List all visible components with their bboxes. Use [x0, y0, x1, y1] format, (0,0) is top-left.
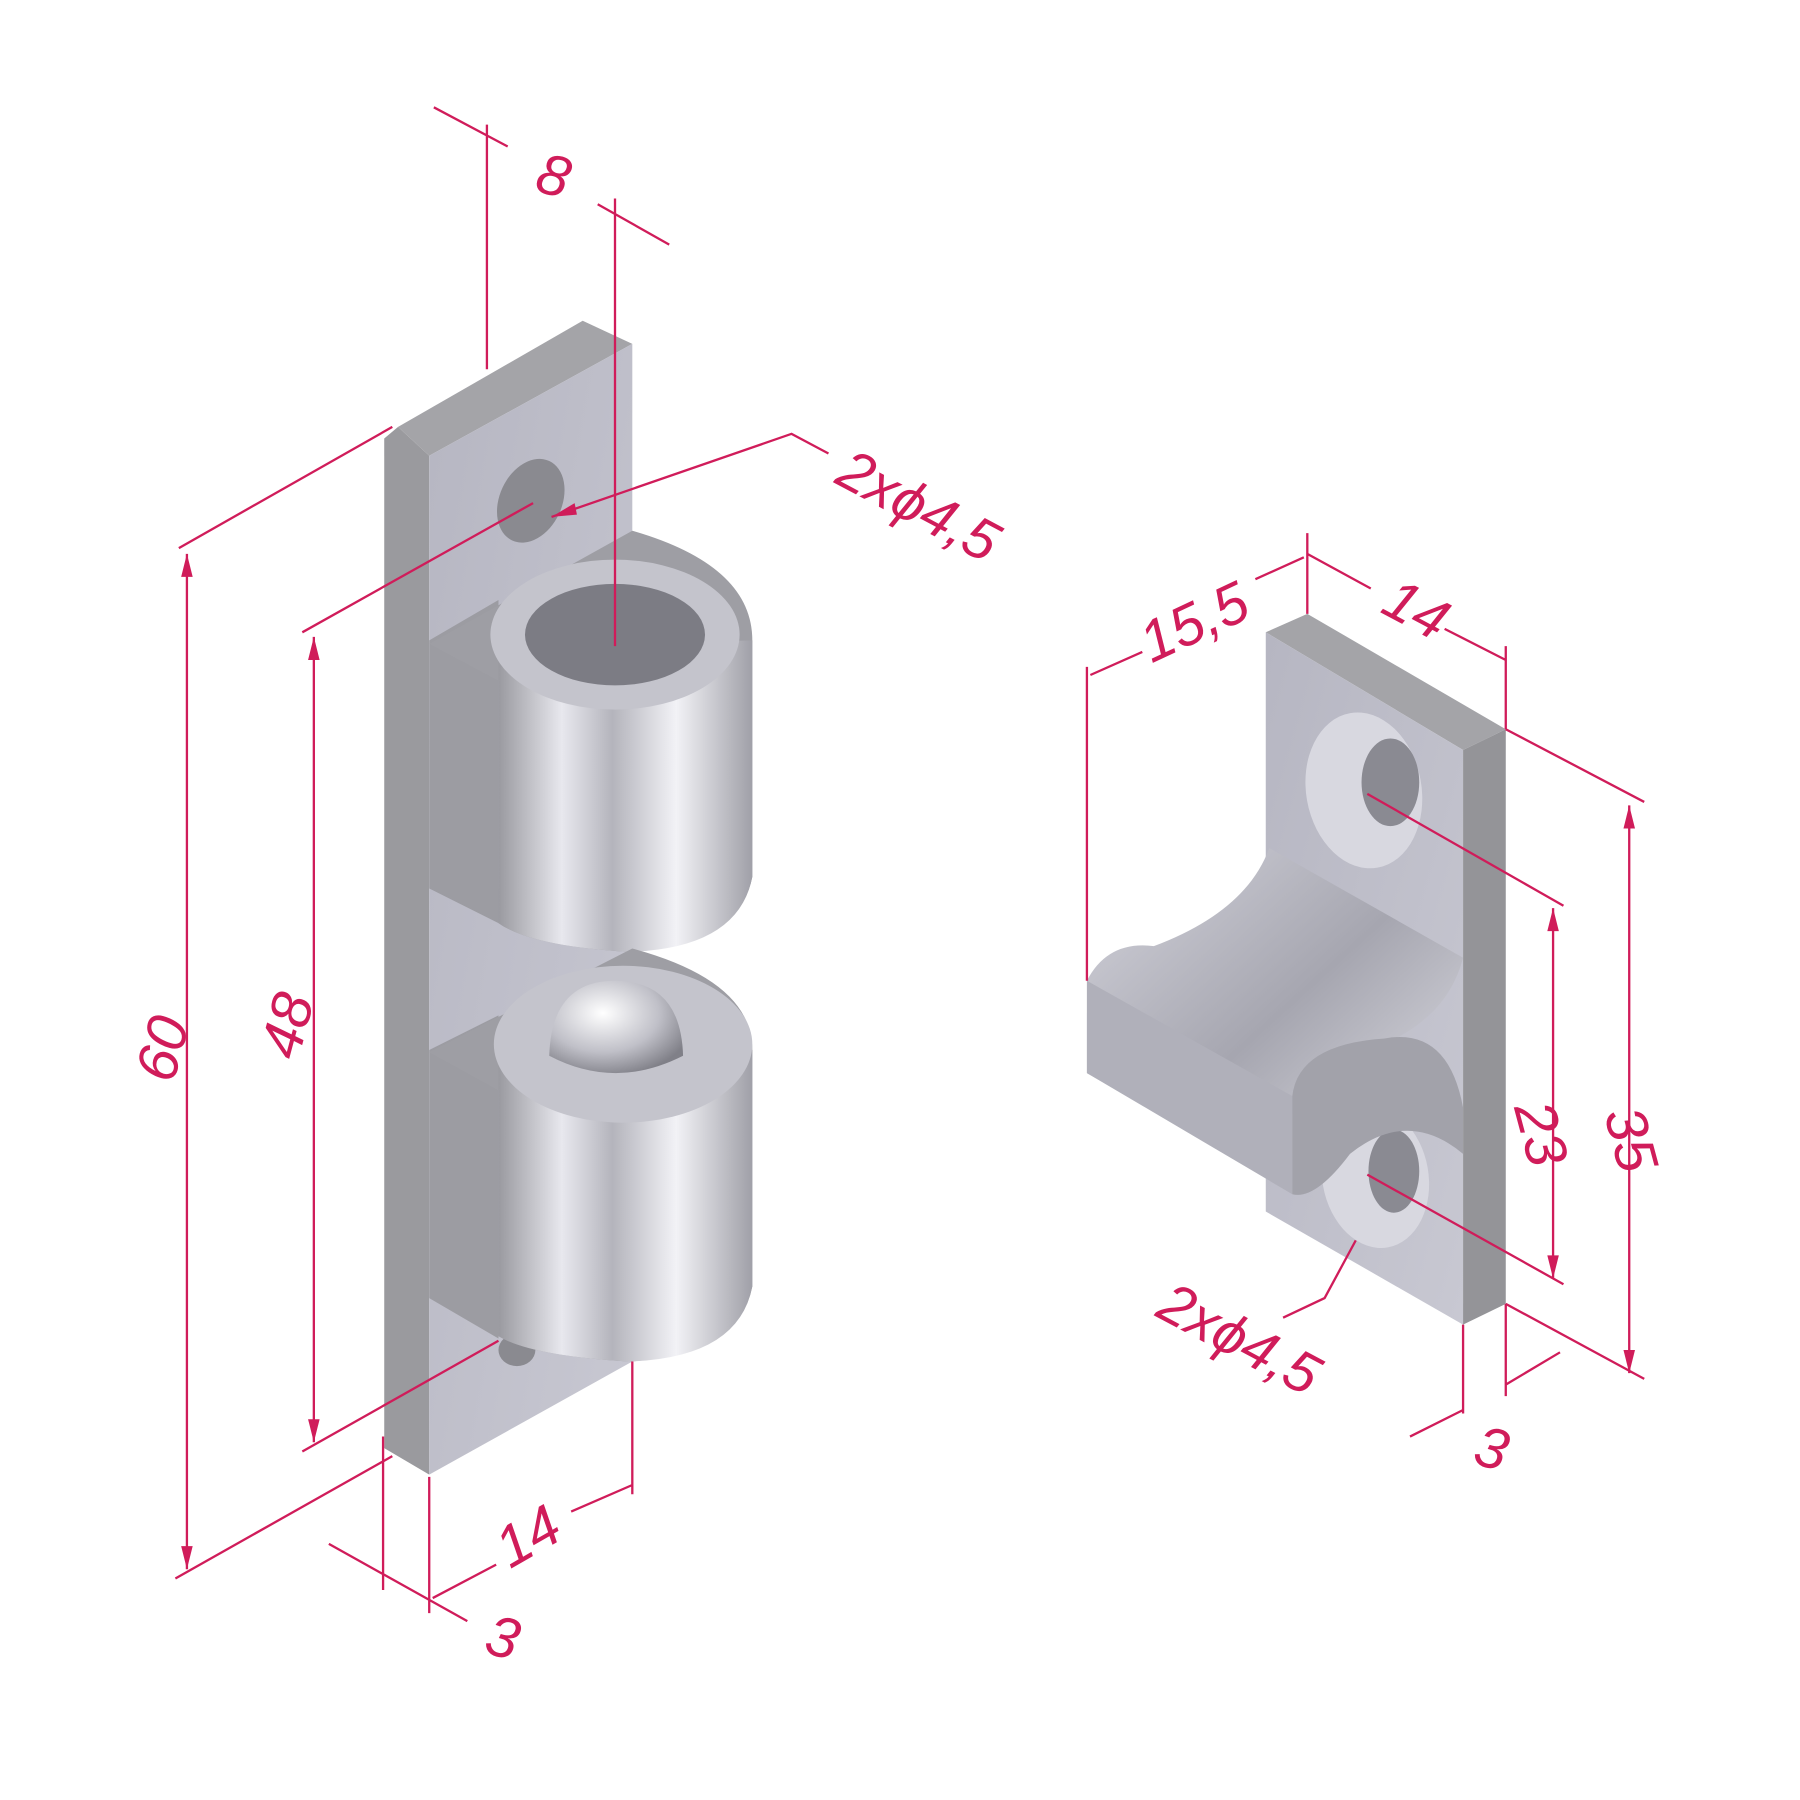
plate-top-face	[1265, 613, 1506, 750]
dim-right-hole-spacing: 23	[1501, 1094, 1580, 1174]
dim-right-thickness: 3	[1468, 1414, 1516, 1484]
dim-right-hole-callout: 2xϕ4,5	[1147, 1270, 1332, 1409]
dim-depth: 15,5	[1130, 569, 1260, 675]
dim-total-height: 60	[124, 1009, 202, 1088]
lower-barrel	[429, 948, 753, 1362]
shadow-wedge	[429, 600, 499, 924]
shadow-wedge	[429, 1015, 499, 1339]
mounting-hole	[496, 458, 565, 543]
dim-right-width: 14	[1373, 567, 1460, 654]
dim-left-hole-callout: 2xϕ4,5	[826, 437, 1011, 576]
dim-top-offset: 8	[530, 141, 578, 211]
plate-side-face	[1463, 729, 1506, 1325]
plate-top-face	[398, 320, 633, 456]
dim-hole-spacing: 48	[248, 986, 326, 1065]
left-catch-part	[384, 320, 753, 1475]
ball-plunger	[549, 980, 684, 1074]
plate-side-face	[384, 426, 430, 1475]
dim-thickness: 3	[479, 1603, 527, 1673]
dim-right-height: 35	[1591, 1100, 1670, 1179]
right-strike-part	[1086, 613, 1506, 1325]
dim-width: 14	[485, 1493, 573, 1581]
